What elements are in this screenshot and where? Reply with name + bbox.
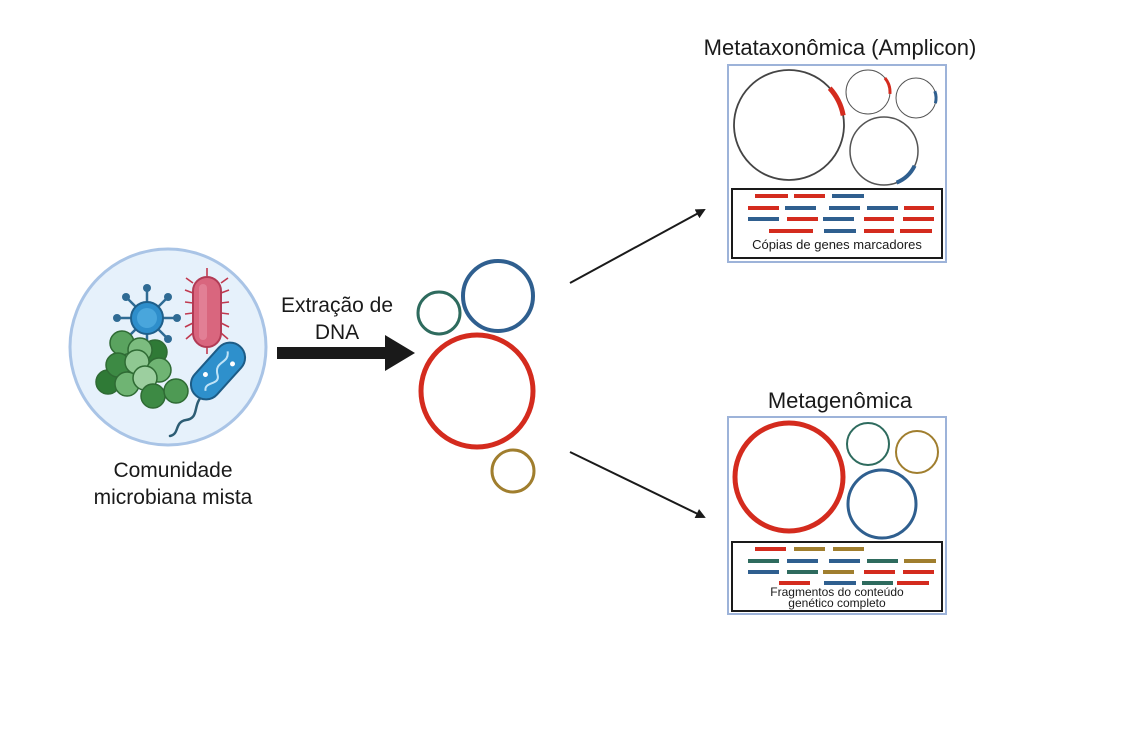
dna-circle-blue bbox=[461, 259, 535, 333]
bacterium-rod-icon bbox=[184, 268, 230, 354]
extraction-label-line1: Extração de bbox=[280, 294, 394, 317]
amplicon-panel bbox=[727, 64, 947, 263]
metagenomic-caption-line1: Fragmentos do conteúdo bbox=[770, 585, 904, 599]
amplicon-title: Metataxonômica (Amplicon) bbox=[703, 35, 977, 60]
arrow-to-amplicon bbox=[569, 209, 706, 284]
microbial-community-illustration bbox=[68, 247, 268, 447]
cocci-cluster-icon bbox=[95, 330, 189, 409]
community-label-line1: Comunidade bbox=[113, 459, 233, 482]
community-label-line2: microbiana mista bbox=[93, 486, 253, 509]
community-label: Comunidade microbiana mista bbox=[58, 457, 288, 511]
dna-circle-olive bbox=[490, 448, 536, 494]
extraction-arrow bbox=[277, 335, 415, 371]
extracted-dna-circles bbox=[416, 259, 536, 494]
dna-circle-teal bbox=[416, 290, 462, 336]
arrow-to-metagenomic bbox=[569, 451, 706, 519]
dna-circle-red bbox=[418, 332, 536, 450]
metagenomic-panel bbox=[727, 416, 947, 615]
extraction-label-line2: DNA bbox=[314, 321, 360, 344]
metagenomic-title: Metagenômica bbox=[767, 388, 913, 413]
extraction-label: Extração de DNA bbox=[262, 292, 412, 346]
flagellated-bacterium-icon bbox=[168, 341, 247, 438]
amplicon-caption: Cópias de genes marcadores bbox=[752, 237, 922, 252]
metagenomic-caption: Fragmentos do conteúdo genético completo bbox=[732, 585, 942, 610]
metagenomic-caption-line2: genético completo bbox=[788, 596, 886, 610]
